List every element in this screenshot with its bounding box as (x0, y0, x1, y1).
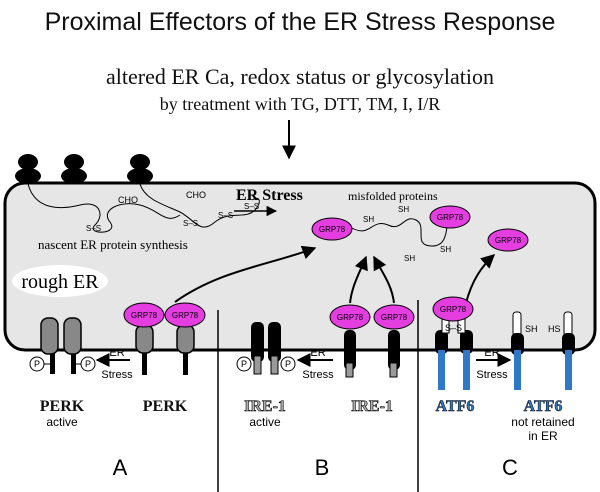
ire1-active-label: IRE-1 (244, 398, 286, 415)
grp78-bound-misfolded-1 (311, 217, 353, 241)
ss-label-3: S–S (218, 211, 233, 220)
grp78-release-arrow-b1 (349, 255, 368, 304)
perk-inactive-label: PERK (143, 398, 188, 415)
phospho-marker: P (80, 356, 96, 372)
atf6-released-2 (562, 311, 575, 390)
panel-letter-c: C (502, 455, 518, 480)
ire1-inactive-monomer-1 (329, 304, 371, 378)
nascent-chain (27, 183, 181, 233)
nascent-chain-2 (139, 183, 260, 228)
stress-label-stress: Stress (476, 369, 508, 381)
atf6-released-label: ATF6 (524, 398, 563, 415)
stress-label-er: ER (484, 347, 499, 359)
ire1-inactive-monomer-2 (373, 304, 415, 378)
ss-label-1: S–S (86, 224, 101, 233)
sh-label-1: SH (363, 215, 374, 224)
grp78-release-arrow-b2 (373, 255, 395, 304)
ire1-active-dimer (251, 322, 281, 375)
atf6-released-sub-2: in ER (528, 429, 558, 443)
ss-bond-label: S–S (445, 323, 462, 333)
grp78-label: GRP78 (440, 305, 467, 314)
cho-label-1: CHO (118, 195, 138, 205)
stress-label-stress: Stress (302, 369, 334, 381)
svg-text:P: P (85, 359, 91, 369)
treatment-line-2: by treatment with TG, DTT, TM, I, I/R (160, 94, 440, 114)
sh-label-4: SH (440, 245, 451, 254)
atf6-retained-label: ATF6 (436, 398, 475, 415)
svg-text:P: P (34, 359, 40, 369)
misfolded-label: misfolded proteins (348, 189, 438, 203)
atf6-released-1 (511, 311, 524, 390)
ribosome-2 (61, 154, 87, 184)
phospho-marker: P (29, 356, 45, 372)
grp78-label: GRP78 (437, 213, 464, 222)
phospho-marker: P (236, 356, 252, 372)
ss-label-4: S–S (244, 202, 259, 211)
perk-active-label: PERK (40, 398, 85, 415)
grp78-label: GRP78 (131, 311, 158, 320)
hs-label: HS (548, 324, 561, 334)
svg-text:P: P (285, 359, 291, 369)
treatment-line-1: altered ER Ca, redox status or glycosyla… (106, 64, 494, 89)
grp78-release-arrow-a (174, 245, 317, 303)
ire1-active-sub: active (249, 415, 281, 429)
grp78-label: GRP78 (172, 311, 199, 320)
er-stress-label: ER Stress (236, 187, 303, 204)
perk-active-sub: active (46, 415, 78, 429)
panel-letter-a: A (113, 455, 128, 480)
grp78-label: GRP78 (495, 236, 522, 245)
ire1-inactive-label: IRE-1 (351, 398, 393, 415)
grp78-label: GRP78 (319, 225, 346, 234)
atf6-released-sub-1: not retained (511, 415, 574, 429)
panel-letter-b: B (315, 455, 330, 480)
er-lumen (3, 181, 597, 352)
sh-label-2: SH (398, 205, 409, 214)
atf6-retained (432, 296, 474, 390)
grp78-free (487, 228, 529, 252)
stress-label-er: ER (109, 347, 124, 359)
perk-active-dimer (40, 317, 82, 374)
sh-label-3: SH (404, 254, 415, 263)
svg-text:P: P (241, 359, 247, 369)
grp78-label: GRP78 (337, 313, 364, 322)
cho-label-2: CHO (186, 190, 206, 200)
misfolded-chain (351, 218, 449, 247)
sh-label: SH (525, 324, 538, 334)
rough-er-bubble (12, 265, 108, 297)
perk-inactive-monomer-1 (123, 302, 165, 375)
perk-inactive-monomer-2 (164, 302, 206, 375)
ss-label-2: S–S (183, 219, 198, 228)
rough-er-label: rough ER (21, 271, 99, 293)
nascent-synthesis-label: nascent ER protein synthesis (38, 237, 188, 252)
grp78-release-arrow-c (465, 254, 496, 304)
grp78-label: GRP78 (381, 313, 408, 322)
stress-label-er: ER (310, 347, 325, 359)
page-title: Proximal Effectors of the ER Stress Resp… (45, 8, 556, 36)
ribosome-3 (127, 154, 153, 184)
grp78-bound-misfolded-2 (429, 205, 471, 229)
phospho-marker: P (280, 356, 296, 372)
ribosome-1 (15, 154, 41, 184)
stress-label-stress: Stress (101, 369, 133, 381)
